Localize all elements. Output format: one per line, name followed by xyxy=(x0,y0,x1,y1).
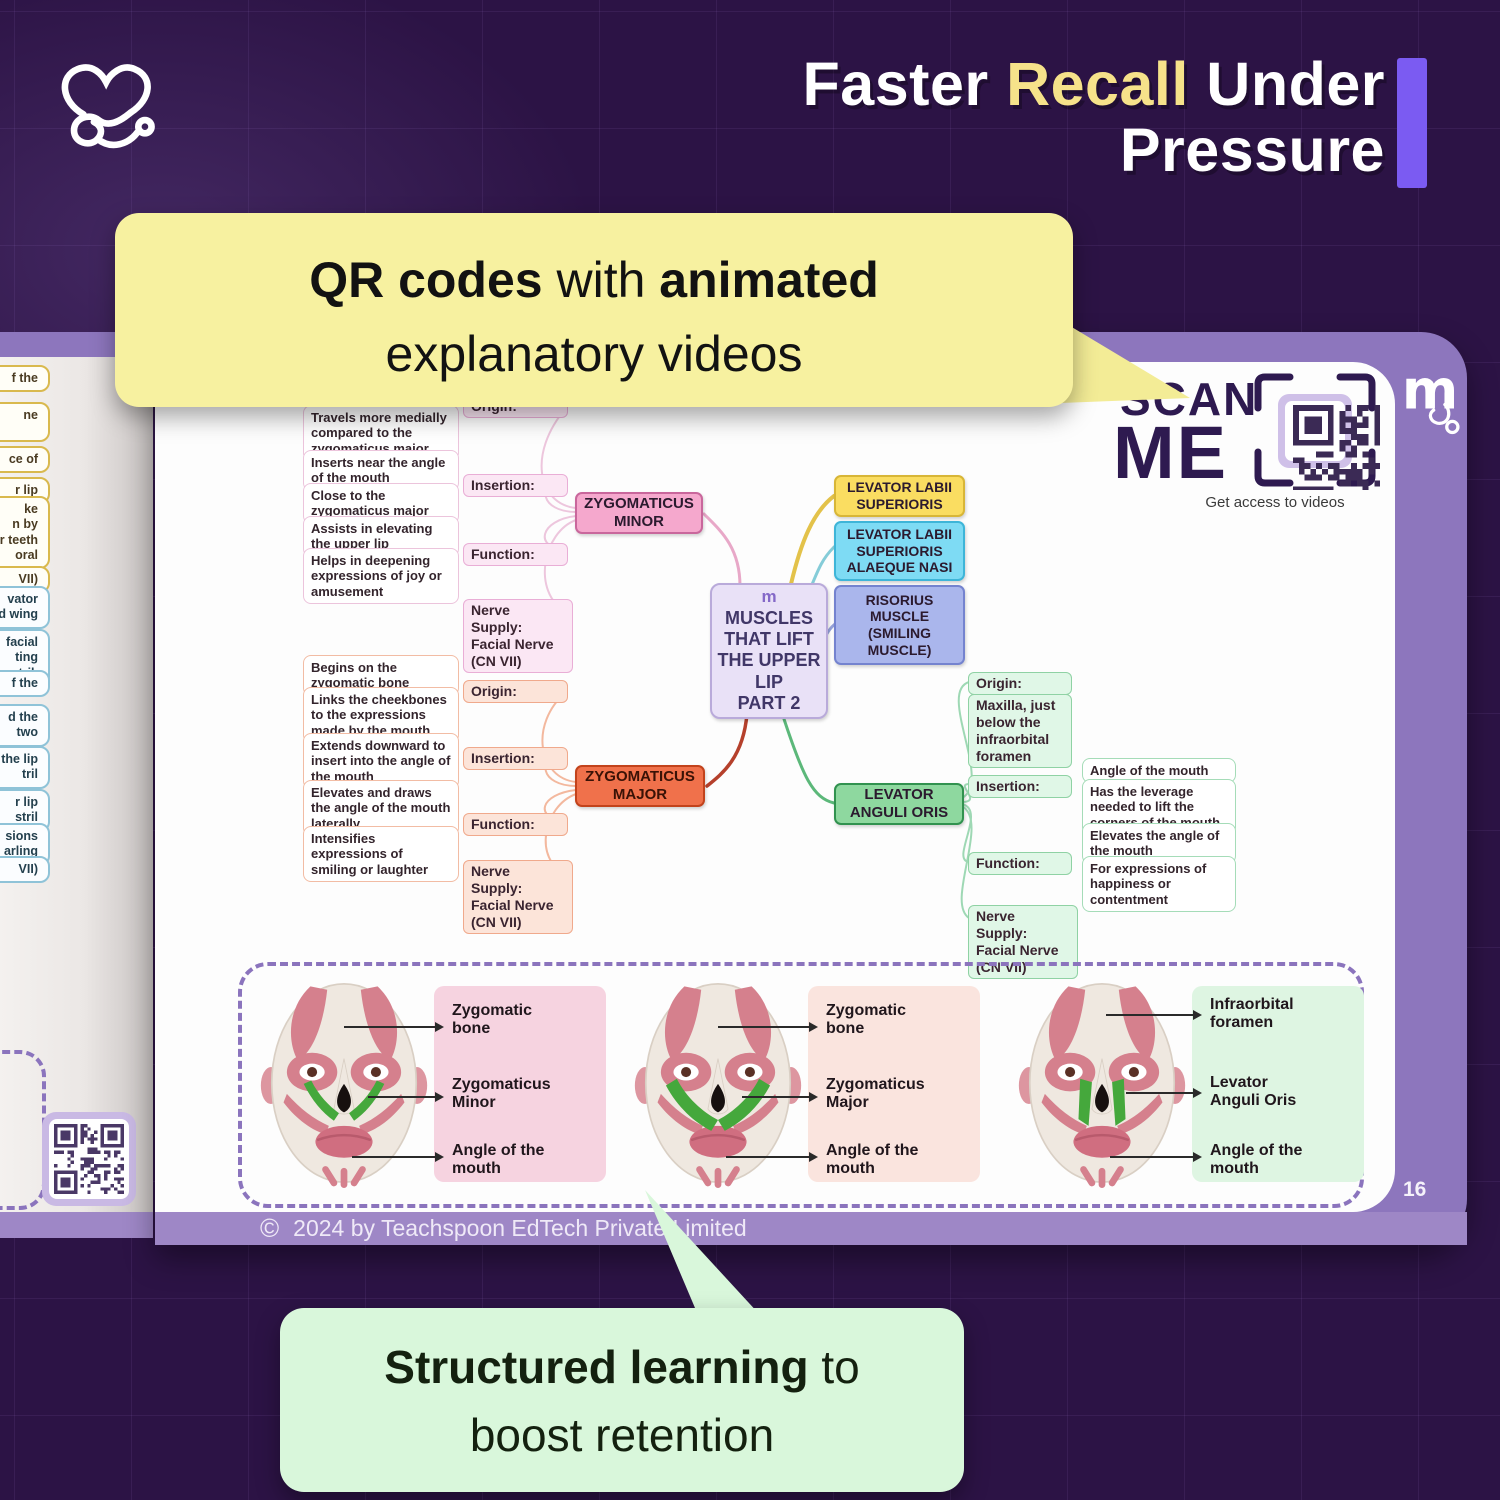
branch-zygomaticus-major: ZYGOMATICUS MAJOR xyxy=(575,765,705,807)
label-function: Function: xyxy=(463,813,568,837)
callout-bold: Structured learning xyxy=(384,1341,809,1393)
scan-me-caption: Get access to videos xyxy=(1205,494,1345,511)
face-label-box xyxy=(434,986,606,1182)
heart-stethoscope-icon xyxy=(61,64,155,149)
mindmap-center-topic: m MUSCLES THAT LIFT THE UPPER LIP PART 2 xyxy=(710,583,828,719)
face-figure-levator-anguli-oris: Infraorbital foramen Levator Anguli Oris… xyxy=(1014,974,1376,1192)
anatomy-label: Angle of the mouth xyxy=(452,1142,545,1177)
anatomy-label: Infraorbital foramen xyxy=(1210,996,1294,1031)
pointer-line xyxy=(1106,1010,1202,1020)
title-part: Faster xyxy=(802,50,1007,118)
title-part: Under xyxy=(1188,50,1385,118)
fragment: ce of xyxy=(0,446,50,474)
label-nerve-supply: Nerve Supply: Facial Nerve (CN VII) xyxy=(968,905,1078,980)
callout-line2: boost retention xyxy=(469,1409,775,1461)
pointer-line xyxy=(1110,1152,1202,1162)
label-insertion: Insertion: xyxy=(968,775,1072,799)
face-diagram-panel: Zygomatic bone Zygomaticus Minor Angle o… xyxy=(238,962,1364,1208)
label-insertion: Insertion: xyxy=(463,474,568,498)
anatomy-label: Angle of the mouth xyxy=(826,1142,919,1177)
worksheet-page: SCAN ME Get access to videos m MUSCLES T… xyxy=(155,332,1467,1245)
label-nerve-supply: Nerve Supply: Facial Nerve (CN VII) xyxy=(463,860,573,935)
worksheet-body: SCAN ME Get access to videos m MUSCLES T… xyxy=(155,362,1395,1212)
brand-m-logo: m xyxy=(1402,358,1460,435)
structured-callout-tail xyxy=(645,1190,760,1315)
structured-learning-callout: Structured learning to boost retention xyxy=(280,1308,964,1492)
anatomy-label: Angle of the mouth xyxy=(1210,1142,1303,1177)
pointer-line xyxy=(1126,1088,1202,1098)
face-label-box xyxy=(808,986,980,1182)
fragment: VII) xyxy=(0,856,50,884)
fragment: ke n by r teeth oral xyxy=(0,496,50,569)
anatomy-label: Zygomaticus Minor xyxy=(452,1076,551,1111)
previous-page-edge: f the ne ce of r lip ke n by r teeth ora… xyxy=(0,332,153,1238)
face-figure-zygomaticus-minor: Zygomatic bone Zygomaticus Minor Angle o… xyxy=(256,974,618,1192)
page-title: Faster Recall Under Pressure xyxy=(625,50,1385,184)
detail: For expressions of happiness or contentm… xyxy=(1082,856,1236,912)
title-line2: Pressure xyxy=(1119,115,1385,184)
face-label-box xyxy=(1192,986,1364,1182)
copyright-text: 2024 by Teachspoon EdTech Private Limite… xyxy=(293,1215,747,1241)
fragment: f the xyxy=(0,365,50,393)
page-number: 16 xyxy=(1403,1178,1427,1201)
previous-page-footer-border xyxy=(0,1212,153,1238)
callout-bold: animated xyxy=(659,252,879,308)
fragment: f the xyxy=(0,670,50,698)
branch-levator-labii-superioris: LEVATOR LABII SUPERIORIS xyxy=(834,475,965,517)
copyright-symbol: © xyxy=(260,1213,280,1243)
branch-levator-anguli-oris: LEVATOR ANGULI ORIS xyxy=(834,783,964,825)
scan-me-word2: ME xyxy=(1113,411,1228,494)
mini-logo: m xyxy=(761,586,777,606)
label-origin: Origin: xyxy=(968,672,1072,696)
pointer-line xyxy=(718,1022,818,1032)
fragment: vator nd wing xyxy=(0,586,50,629)
pointer-line xyxy=(368,1092,444,1102)
anatomy-label: Zygomatic bone xyxy=(826,1002,907,1037)
callout-text: with xyxy=(542,252,660,308)
anatomy-label: Zygomatic bone xyxy=(452,1002,533,1037)
origin-value: Maxilla, just below the infraorbital for… xyxy=(968,694,1072,769)
anatomy-label: Zygomaticus Major xyxy=(826,1076,925,1111)
detail: Helps in deepening expressions of joy or… xyxy=(303,548,459,604)
pointer-line xyxy=(726,1152,818,1162)
label-nerve-supply: Nerve Supply: Facial Nerve (CN VII) xyxy=(463,599,573,674)
label-function: Function: xyxy=(968,852,1072,876)
label-insertion: Insertion: xyxy=(463,747,568,771)
detail: Intensifies expressions of smiling or la… xyxy=(303,826,459,882)
branch-zygomaticus-minor: ZYGOMATICUS MINOR xyxy=(575,492,703,534)
face-figure-zygomaticus-major: Zygomatic bone Zygomaticus Major Angle o… xyxy=(630,974,992,1192)
label-function: Function: xyxy=(463,543,568,567)
title-accent: Recall xyxy=(1006,50,1189,118)
fragment: d the two xyxy=(0,704,50,747)
branch-levator-labii-superioris-alaeque-nasi: LEVATOR LABII SUPERIORIS ALAEQUE NASI xyxy=(834,521,965,581)
callout-line2: explanatory videos xyxy=(385,326,803,382)
label-origin: Origin: xyxy=(463,680,568,704)
branch-risorius-muscle: RISORIUS MUSCLE (SMILING MUSCLE) xyxy=(834,585,965,665)
anatomy-label: Levator Anguli Oris xyxy=(1210,1074,1297,1109)
pointer-line xyxy=(344,1022,444,1032)
pointer-line xyxy=(352,1152,444,1162)
center-topic-label: MUSCLES THAT LIFT THE UPPER LIP PART 2 xyxy=(717,607,821,713)
qr-code-left xyxy=(42,1112,136,1206)
fragment: ne xyxy=(0,402,50,442)
fragment: the lip tril xyxy=(0,746,50,789)
callout-text: to xyxy=(808,1341,860,1393)
qr-frame xyxy=(1254,373,1376,487)
title-accent-bar xyxy=(1397,58,1427,188)
dashed-panel-fragment xyxy=(0,1050,46,1210)
pointer-line xyxy=(742,1092,818,1102)
copyright-bar: © 2024 by Teachspoon EdTech Private Limi… xyxy=(155,1212,1467,1245)
callout-bold: QR codes xyxy=(309,252,543,308)
qr-callout: QR codes with animated explanatory video… xyxy=(115,213,1073,407)
